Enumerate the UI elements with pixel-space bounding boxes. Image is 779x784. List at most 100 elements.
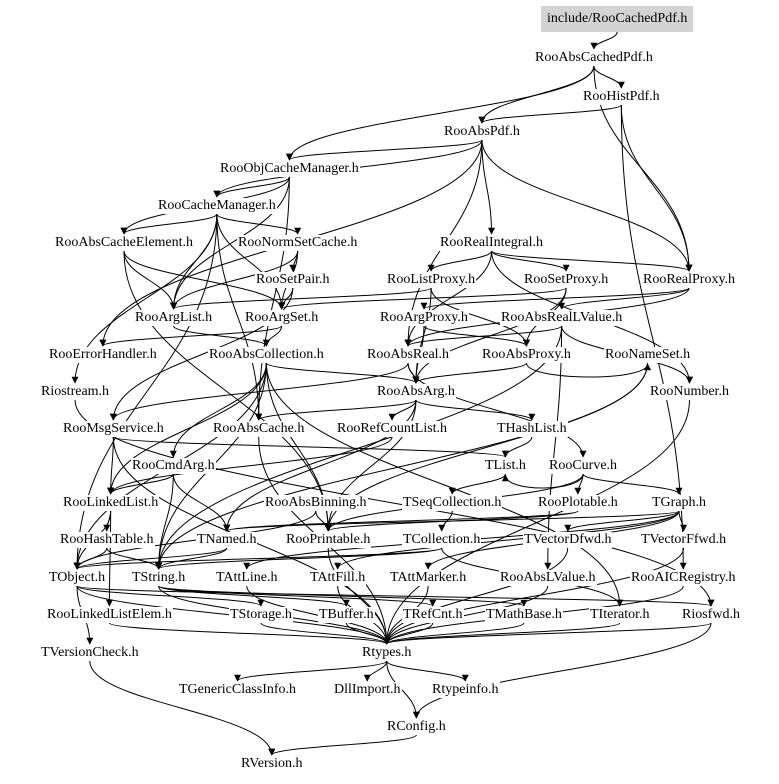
edge-absPdf-to-objCacheMgr <box>286 139 483 161</box>
edge-cacheMgr-to-argSet <box>216 213 286 310</box>
edge-absProxy-to-nameSet <box>525 362 652 378</box>
node-roo-printable[interactable]: RooPrintable.h <box>285 532 372 548</box>
node-tbuffer[interactable]: TBuffer.h <box>318 607 375 623</box>
edge-absCachedPdf-to-histPdf <box>593 65 625 89</box>
node-tatt-line[interactable]: TAttLine.h <box>215 570 279 586</box>
node-roo-hist-pdf[interactable]: RooHistPdf.h <box>582 89 661 105</box>
edge-histPdf-to-absPdf <box>478 104 622 124</box>
node-roo-plotable[interactable]: RooPlotable.h <box>537 495 619 511</box>
edge-argSet-to-errorHandler <box>99 325 283 347</box>
node-roo-abs-arg[interactable]: RooAbsArg.h <box>376 384 456 400</box>
node-tstorage[interactable]: TStorage.h <box>229 607 293 623</box>
node-roo-abs-cache-element[interactable]: RooAbsCacheElement.h <box>54 235 195 251</box>
node-tseq-collection[interactable]: TSeqCollection.h <box>402 495 503 511</box>
edge-absCacheElem-to-argList <box>123 250 178 310</box>
node-roo-cache-manager[interactable]: RooCacheManager.h <box>157 198 277 214</box>
node-tmath-base[interactable]: TMathBase.h <box>485 607 563 623</box>
node-roo-arg-list[interactable]: RooArgList.h <box>134 310 214 326</box>
node-roo-abs-pdf[interactable]: RooAbsPdf.h <box>443 124 521 140</box>
node-riosfwd[interactable]: Riosfwd.h <box>681 607 741 623</box>
node-tgraph[interactable]: TGraph.h <box>651 495 708 511</box>
node-roo-list-proxy[interactable]: RooListProxy.h <box>386 272 477 288</box>
edge-tgraph-to-attFill <box>334 510 680 570</box>
edge-realIntegral-to-setProxy <box>491 250 570 272</box>
node-roo-abs-real-lvalue[interactable]: RooAbsRealLValue.h <box>500 310 624 326</box>
node-rconfig[interactable]: RConfig.h <box>386 719 447 735</box>
node-riostream[interactable]: Riostream.h <box>40 384 111 400</box>
node-roo-abs-collection[interactable]: RooAbsCollection.h <box>208 347 325 363</box>
node-rtypeinfo[interactable]: Rtypeinfo.h <box>431 682 500 698</box>
node-tcollection[interactable]: TCollection.h <box>402 532 482 548</box>
edge-tgraph-to-vectorDfwd <box>564 510 680 532</box>
node-tvector-dfwd[interactable]: TVectorDfwd.h <box>523 532 613 548</box>
node-tversion-check[interactable]: TVersionCheck.h <box>40 645 140 661</box>
edge-absCollection-to-absArg <box>265 362 420 384</box>
node-roo-curve[interactable]: RooCurve.h <box>548 458 619 474</box>
node-roo-set-pair[interactable]: RooSetPair.h <box>255 272 331 288</box>
node-roo-number[interactable]: RooNumber.h <box>649 384 730 400</box>
node-roo-abs-proxy[interactable]: RooAbsProxy.h <box>481 347 572 363</box>
node-roo-obj-cache-manager[interactable]: RooObjCacheManager.h <box>219 161 360 177</box>
edge-realIntegral-to-absReal <box>404 250 493 347</box>
edge-absCollection-to-linkedList <box>107 362 267 495</box>
edge-absArg-to-refCountList <box>388 399 417 421</box>
node-tnamed[interactable]: TNamed.h <box>196 532 258 548</box>
node-tobject[interactable]: TObject.h <box>48 570 107 586</box>
edge-riosfwd-to-rtypes <box>383 622 712 645</box>
node-roo-cmd-arg[interactable]: RooCmdArg.h <box>131 458 216 474</box>
node-tref-cnt[interactable]: TRefCnt.h <box>402 607 464 623</box>
edge-absLValue-to-rtypes <box>383 585 549 645</box>
node-roo-abs-cache[interactable]: RooAbsCache.h <box>212 421 306 437</box>
node-roo-arg-proxy[interactable]: RooArgProxy.h <box>379 310 469 326</box>
node-roo-abs-binning[interactable]: RooAbsBinning.h <box>264 495 368 511</box>
edge-curve-to-tlist <box>501 473 584 489</box>
edge-vectorFfwd-to-rtypes <box>383 547 685 645</box>
edge-absCacheElem-to-argSet <box>123 250 286 310</box>
node-roo-set-proxy[interactable]: RooSetProxy.h <box>523 272 610 288</box>
node-roo-real-proxy[interactable]: RooRealProxy.h <box>642 272 737 288</box>
node-roo-real-integral[interactable]: RooRealIntegral.h <box>439 235 545 251</box>
edge-rtypes-to-genericClassInfo <box>234 660 388 682</box>
node-roo-norm-set-cache[interactable]: RooNormSetCache.h <box>237 235 359 251</box>
edge-tobject-to-tstorage <box>76 585 265 607</box>
node-roo-error-handler[interactable]: RooErrorHandler.h <box>48 347 158 363</box>
node-roo-hash-table[interactable]: RooHashTable.h <box>59 532 155 548</box>
node-roo-msg-service[interactable]: RooMsgService.h <box>62 421 165 437</box>
edge-absCacheElem-to-printable <box>123 250 332 532</box>
node-root-file[interactable]: include/RooCachedPdf.h <box>541 6 694 32</box>
node-tlist[interactable]: TList.h <box>484 458 527 474</box>
edge-argSet-to-absCollection <box>262 325 283 347</box>
node-tatt-marker[interactable]: TAttMarker.h <box>389 570 468 586</box>
edge-cmdArg-to-linkedList <box>107 473 174 495</box>
node-roo-name-set[interactable]: RooNameSet.h <box>604 347 692 363</box>
node-roo-abs-lvalue[interactable]: RooAbsLValue.h <box>499 570 597 586</box>
edge-linkedListElem-to-rtypes <box>108 622 391 645</box>
node-roo-abs-real[interactable]: RooAbsReal.h <box>366 347 451 363</box>
edge-tstring-to-tbuffer <box>158 585 350 607</box>
edge-vectorDfwd-to-rtypes <box>383 547 569 645</box>
edge-cmdArg-to-tnamed <box>172 473 231 532</box>
edge-setProxy-to-argSet <box>278 287 567 310</box>
node-roo-aic-registry[interactable]: RooAICRegistry.h <box>630 570 737 586</box>
node-rversion[interactable]: RVersion.h <box>240 756 304 772</box>
node-roo-abs-cached-pdf[interactable]: RooAbsCachedPdf.h <box>534 50 654 66</box>
node-dll-import[interactable]: DllImport.h <box>333 682 402 698</box>
edge-absCachedPdf-to-objCacheMgr <box>285 65 595 161</box>
node-tatt-fill[interactable]: TAttFill.h <box>309 570 367 586</box>
node-roo-arg-set[interactable]: RooArgSet.h <box>244 310 320 326</box>
edge-absProxy-to-absArg <box>412 362 527 384</box>
node-roo-linked-list-elem[interactable]: RooLinkedListElem.h <box>46 607 173 623</box>
edge-absPdf-to-realIntegral <box>481 139 496 235</box>
node-roo-ref-count-list[interactable]: RooRefCountList.h <box>336 421 449 437</box>
node-tgeneric-class-info[interactable]: TGenericClassInfo.h <box>178 682 298 698</box>
edge-absArg-to-absCache <box>255 399 417 421</box>
edge-objCacheMgr-to-cacheMgr <box>213 176 290 198</box>
node-thash-list[interactable]: THashList.h <box>496 421 568 437</box>
node-roo-linked-list[interactable]: RooLinkedList.h <box>62 495 160 511</box>
node-tvector-ffwd[interactable]: TVectorFfwd.h <box>640 532 728 548</box>
node-titerator[interactable]: TIterator.h <box>589 607 651 623</box>
node-tstring[interactable]: TString.h <box>131 570 187 586</box>
edge-rtypes-to-dllImport <box>363 660 388 682</box>
node-rtypes[interactable]: Rtypes.h <box>361 645 413 661</box>
edge-linkedList-to-linkedListElem <box>105 510 113 607</box>
